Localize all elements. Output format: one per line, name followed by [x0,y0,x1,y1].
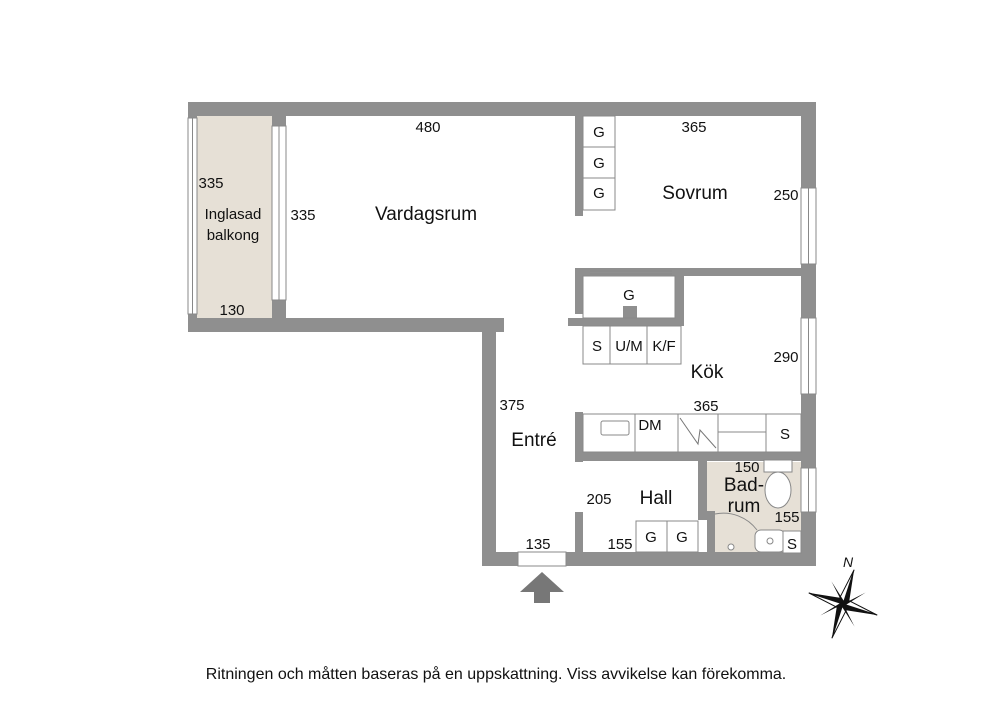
room-vardagsrum: Vardagsrum [375,204,477,225]
wardrobe-mid [582,275,676,319]
microwave-oven-label: U/M [615,338,643,355]
balcony-floor [197,116,272,320]
disclaimer-text: Ritningen och måtten baseras på en uppsk… [205,666,787,683]
room-kok: Kök [691,362,724,383]
dishwasher-label: DM [638,417,661,434]
room-badrum-line2: rum [728,496,761,517]
dim-kok-width: 365 [693,398,718,415]
kitchen-cabinet-label: S [780,426,790,443]
compass-rose-icon [808,569,878,639]
hall-wardrobes [635,520,699,553]
fridge-freezer-label: K/F [652,338,675,355]
stove-label: S [592,338,602,355]
dim-entre-depth: 375 [499,397,524,414]
wardrobe-label-mid: G [623,287,635,304]
kitchen-top-row [582,325,682,365]
room-sovrum: Sovrum [662,183,727,204]
wardrobe-label-3: G [593,185,605,202]
room-entre: Entré [511,430,556,451]
entry-arrow-icon [520,572,564,603]
dim-hall-depth: 205 [586,491,611,508]
room-hall: Hall [640,488,673,509]
wardrobe-label-1: G [593,124,605,141]
dim-balkong-width: 130 [219,302,244,319]
dim-balkong-depth: 335 [198,175,223,192]
windows [187,117,817,513]
entry-door-opening [517,551,567,567]
hall-wardrobe-label-1: G [645,529,657,546]
kitchen-counter [582,413,802,453]
hall-wardrobe-label-2: G [676,529,688,546]
wardrobe-label-2: G [593,155,605,172]
compass-north-label: N [843,554,854,570]
dim-vardagsrum-width: 480 [415,119,440,136]
room-badrum-line1: Bad- [724,475,764,496]
room-balkong-line2: balkong [207,227,260,244]
dim-kok-depth: 290 [773,349,798,366]
wardrobe-column [582,115,616,211]
dim-vardagsrum-depth: 335 [290,207,315,224]
bathroom-fixtures [714,459,802,554]
dim-badrum-depth: 155 [774,509,799,526]
room-balkong-line1: Inglasad [205,206,262,223]
sliding-door [590,270,672,275]
bathroom-cabinet-label: S [787,536,797,553]
dim-sovrum-depth: 250 [773,187,798,204]
dim-entre-width: 135 [525,536,550,553]
dim-sovrum-width: 365 [681,119,706,136]
dim-hall-width: 155 [607,536,632,553]
dim-badrum-width: 150 [734,459,759,476]
